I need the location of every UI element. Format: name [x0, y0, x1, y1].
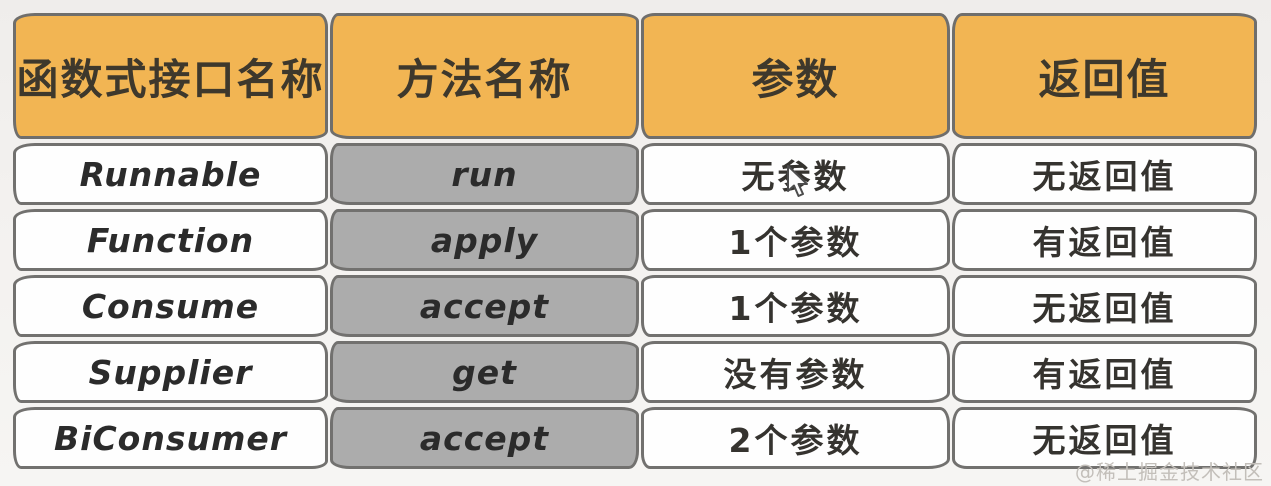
cell-returns-function: 有返回值	[952, 209, 1257, 271]
header-params: 参数	[641, 13, 950, 139]
cell-interface-consume: Consume	[13, 275, 328, 337]
cell-params-supplier: 没有参数	[641, 341, 950, 403]
cell-interface-supplier: Supplier	[13, 341, 328, 403]
arrow-cursor-icon	[787, 165, 808, 197]
cell-method-accept: accept	[330, 275, 639, 337]
cell-method-accept-2: accept	[330, 407, 639, 469]
cell-interface-biconsumer: BiConsumer	[13, 407, 328, 469]
cell-method-get: get	[330, 341, 639, 403]
header-interface-name: 函数式接口名称	[13, 13, 328, 139]
cell-interface-runnable: Runnable	[13, 143, 328, 205]
cell-params-function: 1个参数	[641, 209, 950, 271]
header-returns: 返回值	[952, 13, 1257, 139]
cell-returns-biconsumer: 无返回值	[952, 407, 1257, 469]
cell-returns-supplier: 有返回值	[952, 341, 1257, 403]
cell-method-run: run	[330, 143, 639, 205]
cell-params-consume: 1个参数	[641, 275, 950, 337]
cell-params-biconsumer: 2个参数	[641, 407, 950, 469]
cell-returns-consume: 无返回值	[952, 275, 1257, 337]
juejin-watermark: @稀土掘金技术社区	[1075, 460, 1264, 484]
header-method-name: 方法名称	[330, 13, 639, 139]
cell-returns-runnable: 无返回值	[952, 143, 1257, 205]
cell-interface-function: Function	[13, 209, 328, 271]
cell-method-apply: apply	[330, 209, 639, 271]
cell-params-runnable: 无参数	[641, 143, 950, 205]
functional-interface-table: 函数式接口名称 方法名称 参数 返回值 Runnable run 无参数 无返回…	[13, 13, 1257, 469]
